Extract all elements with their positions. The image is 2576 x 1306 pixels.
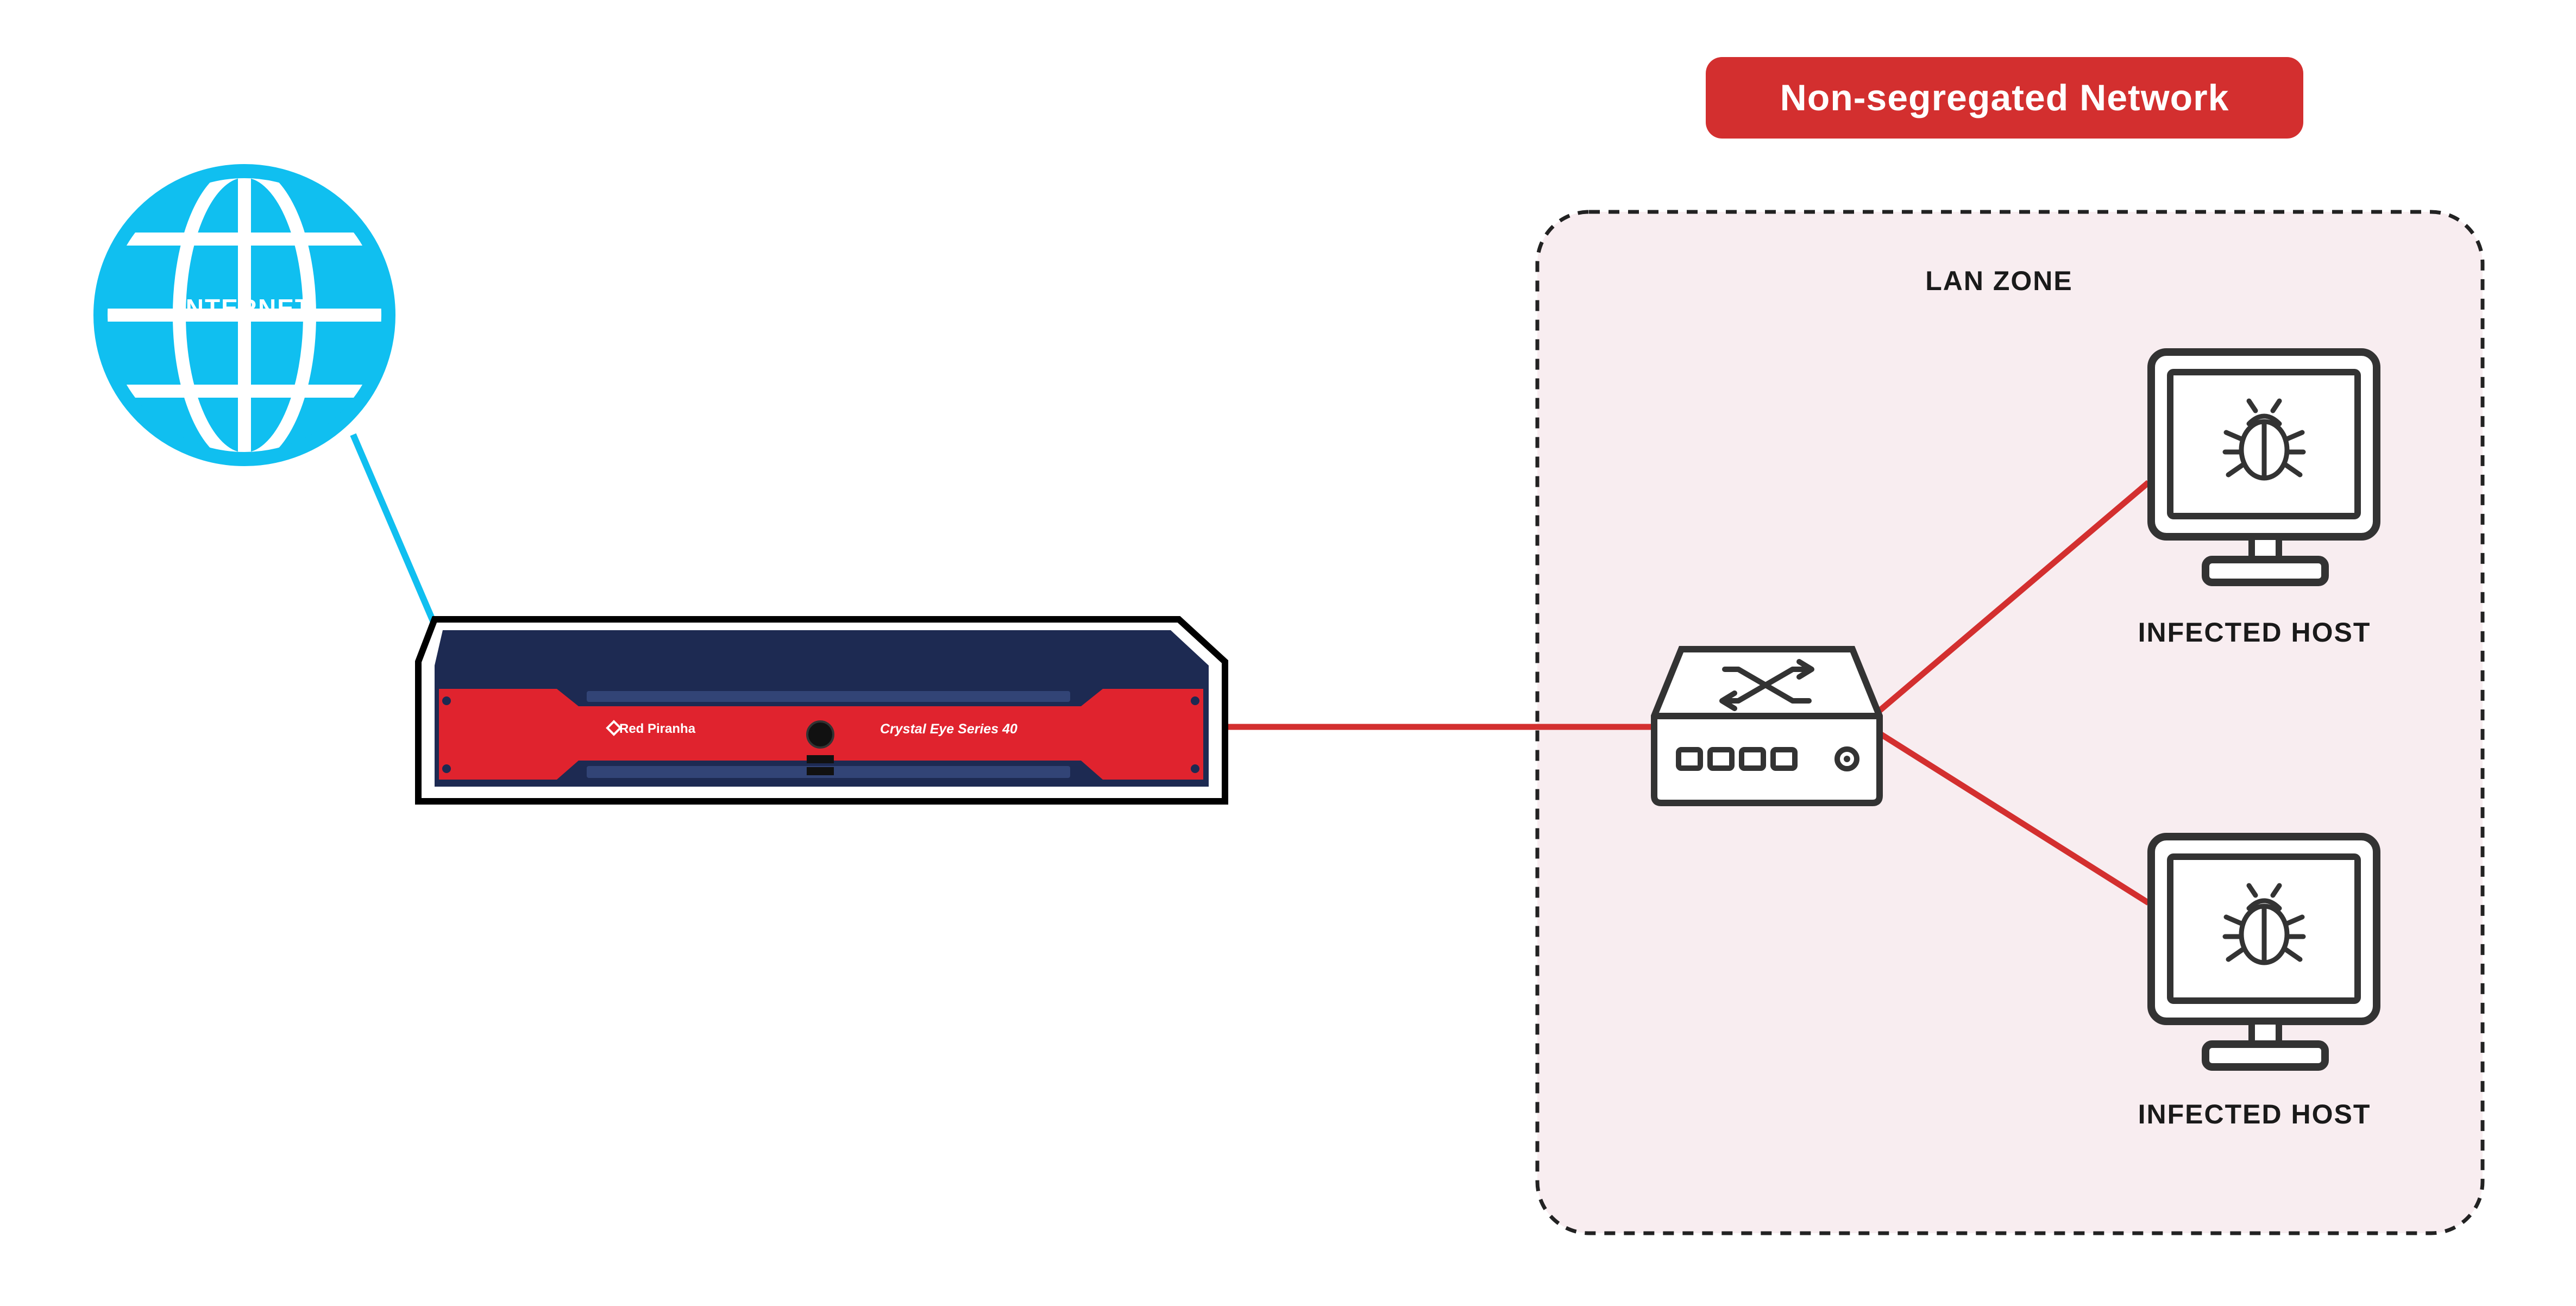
host-label: INFECTED HOST [2138, 617, 2371, 648]
host-label: INFECTED HOST [2138, 1099, 2371, 1129]
lan-zone-label: LAN ZONE [1925, 266, 2073, 296]
appliance-brand: Red Piranha [619, 721, 696, 736]
internet-label: INTERNET [178, 294, 311, 322]
globe-icon [93, 164, 395, 466]
switch-host2-link [1878, 731, 2150, 906]
switch-host1-link [1877, 480, 2151, 713]
bug-icon [2222, 398, 2306, 481]
internet-link [350, 433, 446, 645]
bug-icon [2222, 883, 2306, 965]
infected-monitor-icon [2147, 348, 2380, 586]
infected-monitor-icon [2147, 833, 2380, 1071]
firewall-appliance [415, 616, 1228, 805]
appliance-model: Crystal Eye Series 40 [880, 721, 1017, 737]
switch-icon [1651, 646, 1883, 806]
diagram-title: Non-segregated Network [1706, 57, 2303, 139]
